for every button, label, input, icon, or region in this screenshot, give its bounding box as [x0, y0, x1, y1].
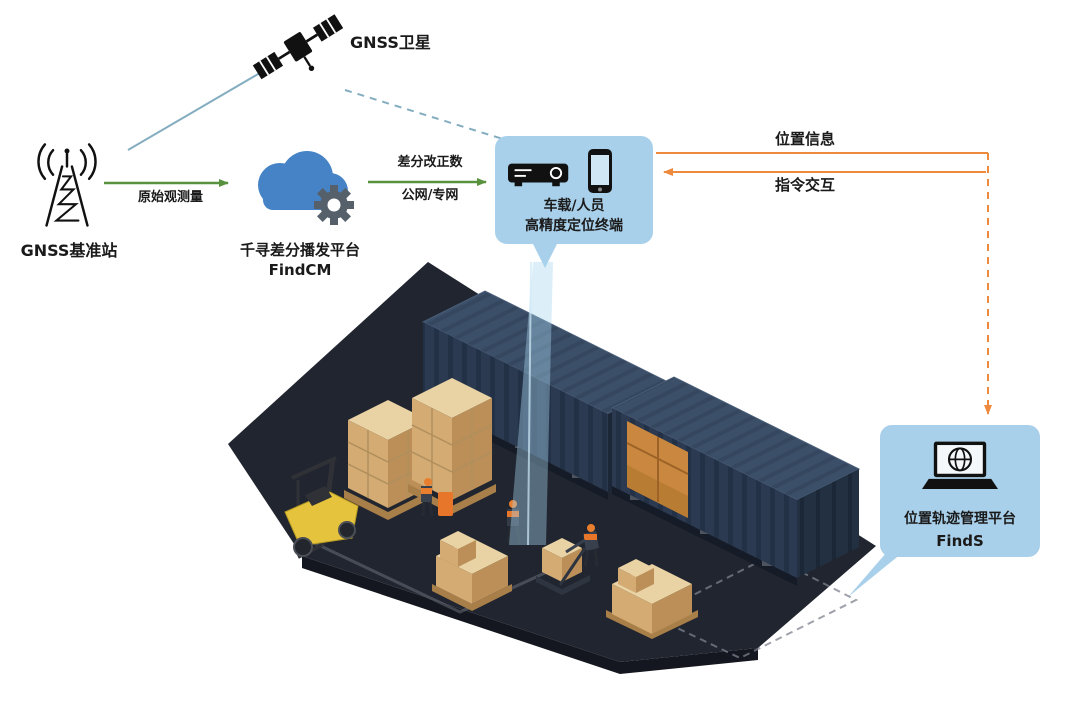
platform-edge [620, 648, 758, 674]
terminal-label-line1: 车载/人员 [543, 198, 605, 214]
forklift [284, 456, 359, 559]
base-station-icon [22, 138, 112, 236]
warehouse-yard [228, 261, 876, 674]
worker [421, 478, 453, 522]
pallet-boxes [606, 559, 698, 639]
receiver-icon [507, 158, 573, 190]
worker [507, 500, 521, 544]
globe-icon [947, 447, 973, 472]
positioning-beam [509, 261, 553, 546]
pallet-jack [536, 538, 590, 595]
terminal-label-line2: 高精度定位终端 [525, 218, 623, 234]
cloud-icon [235, 133, 365, 235]
smartphone-icon [587, 148, 613, 194]
satellite-to-terminal-link [344, 89, 507, 141]
terminal-node: 车载/人员 高精度定位终端 [495, 136, 653, 244]
container-open-doorway [626, 421, 689, 518]
position-info-label: 位置信息 [774, 130, 835, 148]
correction-label-line2: 公网/专网 [401, 188, 459, 203]
satellite-icon [248, 5, 348, 93]
track-platform-node: 位置轨迹管理平台 FindS [880, 425, 1040, 557]
track-platform-subtitle: FindS [936, 532, 984, 550]
terminal-bubble-tail [531, 240, 559, 268]
finds-bubble-tail [848, 553, 902, 597]
shipping-container-front [610, 376, 861, 586]
box-stack [408, 378, 496, 514]
cloud-platform-subtitle: FindCM [268, 261, 332, 279]
lane-marking-dashed [649, 554, 859, 660]
cloud-platform-title: 千寻差分播发平台 [239, 241, 360, 259]
satellite-to-base-link [127, 69, 266, 151]
correction-label-line1: 差分改正数 [397, 155, 463, 170]
command-interaction-label: 指令交互 [774, 176, 835, 194]
laptop-globe-icon [922, 435, 998, 499]
raw-observation-label: 原始观测量 [137, 190, 203, 205]
platform-edge [302, 556, 620, 674]
satellite-label: GNSS卫星 [350, 33, 431, 52]
lane-marking [307, 538, 561, 614]
gear-icon [314, 185, 354, 225]
base-station-label: GNSS基准站 [20, 241, 118, 260]
pallet-boxes [432, 531, 512, 611]
box-stack [344, 400, 432, 520]
worker [565, 524, 599, 567]
track-platform-title: 位置轨迹管理平台 [904, 511, 1016, 527]
